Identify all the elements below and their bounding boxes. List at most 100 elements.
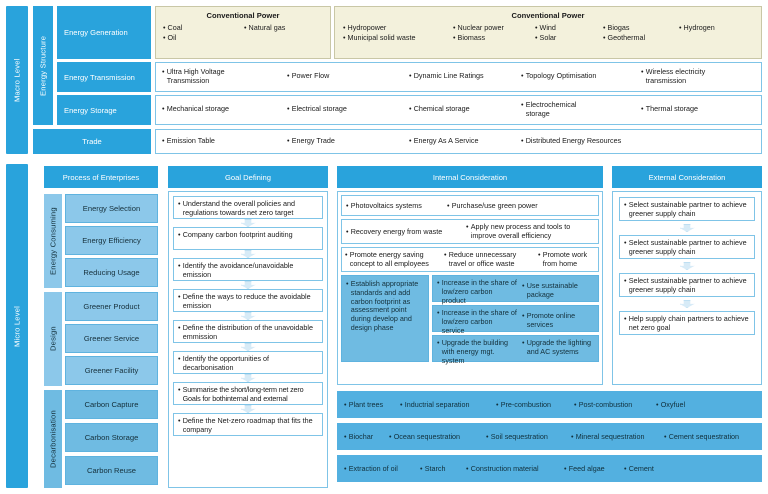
transmission-item-4: Wireless electricity transmission <box>641 67 741 86</box>
external-step-3[interactable]: Help supply chain partners to achieve ne… <box>619 311 755 335</box>
micro-level-label: Micro Level <box>6 164 28 488</box>
internal-row1-item-0: Photovoltaics systems <box>346 201 422 211</box>
panel-2-item-municipal-solid-waste: Municipal solid waste <box>343 33 416 43</box>
external-step-2[interactable]: Select sustainable partner to achieve gr… <box>619 273 755 297</box>
decarb-bar-2-item-0: Extraction of oil <box>344 464 398 474</box>
storage-item-4: Thermal storage <box>641 104 698 114</box>
goal-step-2[interactable]: Identify the avoidance/unavoidable emiss… <box>173 258 323 281</box>
goal-step-5[interactable]: Identify the opportunities of decarbonis… <box>173 351 323 374</box>
storage-item-0: Mechanical storage <box>162 104 229 114</box>
panel-2-item-hydropower: Hydropower <box>343 23 387 33</box>
energy-storage-items: Mechanical storage Electrical storage Ch… <box>155 95 762 125</box>
panel-2-item-wind: Wind <box>535 23 556 33</box>
group-label-decarbonisation: Decarbonisation <box>44 390 62 488</box>
process-box-greener-facility[interactable]: Greener Facility <box>65 356 158 385</box>
internal-design-cell-0-a: Increase in the share of low/zero carbon… <box>437 278 517 305</box>
trade-item-1: Energy Trade <box>287 136 335 146</box>
goal-step-7[interactable]: Define the Net-zero roadmap that fits th… <box>173 413 323 436</box>
internal-row3-item-2: Promote work from home <box>538 250 598 269</box>
process-box-energy-selection[interactable]: Energy Selection <box>65 194 158 223</box>
goal-arrow-1 <box>240 250 256 258</box>
internal-row-1[interactable]: Photovoltaics systems Purchase/use green… <box>341 195 599 216</box>
decarb-bar-1[interactable]: Biochar Ocean sequestration Soil sequest… <box>337 423 762 450</box>
panel-2-item-nuclear-power: Nuclear power <box>453 23 504 33</box>
storage-item-1: Electrical storage <box>287 104 347 114</box>
decarb-bar-2-item-3: Feed algae <box>564 464 605 474</box>
decarb-bar-0-item-3: Post-combustion <box>574 400 633 410</box>
header-process-of-enterprises: Process of Enterprises <box>44 166 158 188</box>
goal-step-3[interactable]: Define the ways to reduce the avoidable … <box>173 289 323 312</box>
decarb-bar-0-item-2: Pre-combustion <box>496 400 551 410</box>
goal-step-4[interactable]: Define the distribution of the unavoidab… <box>173 320 323 343</box>
internal-design-cell-2-b: Upgrade the lighting and AC systems <box>522 338 596 357</box>
group-label-energy-consuming: Energy Consuming <box>44 194 62 288</box>
internal-design-cell-1-a: Increase in the share of low/zero carbon… <box>437 308 517 335</box>
process-box-energy-efficiency[interactable]: Energy Efficiency <box>65 226 158 255</box>
storage-item-2: Chemical storage <box>409 104 470 114</box>
goal-arrow-2 <box>240 281 256 289</box>
internal-row3-item-1: Reduce unnecessary travel or office wast… <box>444 250 532 269</box>
energy-transmission-text: Energy Transmission <box>64 72 135 82</box>
internal-design-cell-2[interactable]: Upgrade the building with energy mgt. sy… <box>432 335 599 365</box>
decarb-bar-0-item-4: Oxyfuel <box>656 400 685 410</box>
internal-consideration-panel: Photovoltaics systems Purchase/use green… <box>337 191 603 385</box>
process-box-carbon-storage[interactable]: Carbon Storage <box>65 423 158 452</box>
process-box-reducing-usage[interactable]: Reducing Usage <box>65 258 158 287</box>
process-box-carbon-capture[interactable]: Carbon Capture <box>65 390 158 419</box>
internal-row2-item-1: Apply new process and tools to improve o… <box>466 222 594 241</box>
transmission-item-2: Dynamic Line Ratings <box>409 71 484 81</box>
goal-arrow-0 <box>240 219 256 227</box>
goal-step-1[interactable]: Company carbon footprint auditing <box>173 227 323 250</box>
trade-item-3: Distributed Energy Resources <box>521 136 621 146</box>
energy-structure-label: Energy Structure <box>33 6 53 125</box>
internal-row1-item-1: Purchase/use green power <box>447 201 538 211</box>
internal-row2-item-0: Recovery energy from waste <box>346 227 442 237</box>
panel-1-item-natural-gas: Natural gas <box>244 23 286 33</box>
trade-items: Emission Table Energy Trade Energy As A … <box>155 129 762 154</box>
external-step-1[interactable]: Select sustainable partner to achieve gr… <box>619 235 755 259</box>
internal-design-cell-1-b: Promote online services <box>522 311 596 330</box>
internal-design-cell-2-a: Upgrade the building with energy mgt. sy… <box>437 338 519 365</box>
group-label-design: Design <box>44 292 62 386</box>
panel-1-title: Conventional Power <box>206 11 280 20</box>
external-arrow-1 <box>679 262 695 270</box>
external-arrow-0 <box>679 224 695 232</box>
external-step-0[interactable]: Select sustainable partner to achieve gr… <box>619 197 755 221</box>
panel-2-item-solar: Solar <box>535 33 557 43</box>
goal-step-0[interactable]: Understand the overall policies and regu… <box>173 196 323 219</box>
panel-2-title: Conventional Power <box>511 11 585 20</box>
transmission-item-1: Power Flow <box>287 71 330 81</box>
process-box-carbon-reuse[interactable]: Carbon Reuse <box>65 456 158 485</box>
decarb-bar-2-item-2: Construction material <box>466 464 539 474</box>
goal-arrow-5 <box>240 374 256 382</box>
energy-transmission-items: Ultra High Voltage Transmission Power Fl… <box>155 62 762 92</box>
macro-row-energy-transmission-label: Energy Transmission <box>57 62 151 92</box>
internal-row-3[interactable]: Promote energy saving concept to all emp… <box>341 247 599 272</box>
conventional-power-panel-1: Conventional Power Coal Oil Natural gas <box>155 6 331 59</box>
storage-item-3: Electrochemical storage <box>521 100 596 119</box>
process-box-greener-service[interactable]: Greener Service <box>65 324 158 353</box>
macro-row-energy-generation-label: Energy Generation <box>57 6 151 59</box>
decarb-bar-0[interactable]: Plant trees Inductrial separation Pre-co… <box>337 391 762 418</box>
goal-defining-panel: Understand the overall policies and regu… <box>168 191 328 488</box>
internal-design-left[interactable]: Establish appropriate standards and add … <box>341 275 429 362</box>
external-consideration-panel: Select sustainable partner to achieve gr… <box>612 191 762 385</box>
process-box-greener-product[interactable]: Greener Product <box>65 292 158 321</box>
internal-row3-item-0: Promote energy saving concept to all emp… <box>345 250 439 269</box>
internal-design-cell-1[interactable]: Increase in the share of low/zero carbon… <box>432 305 599 335</box>
internal-design-cell-0-b: Use sustainable package <box>522 281 596 300</box>
goal-step-6[interactable]: Summarise the short/long-term net zero G… <box>173 382 323 405</box>
internal-design-cell-0[interactable]: Increase in the share of low/zero carbon… <box>432 275 599 305</box>
internal-row-2[interactable]: Recovery energy from waste Apply new pro… <box>341 219 599 244</box>
header-goal-defining: Goal Defining <box>168 166 328 188</box>
decarb-bar-2[interactable]: Extraction of oil Starch Construction ma… <box>337 455 762 482</box>
decarb-bar-1-item-1: Ocean sequestration <box>389 432 460 442</box>
goal-arrow-4 <box>240 343 256 351</box>
panel-2-item-hydrogen: Hydrogen <box>679 23 715 33</box>
panel-2-item-geothermal: Geothermal <box>603 33 646 43</box>
goal-arrow-3 <box>240 312 256 320</box>
decarb-bar-1-item-0: Biochar <box>344 432 373 442</box>
panel-1-item-oil: Oil <box>163 33 177 43</box>
external-arrow-2 <box>679 300 695 308</box>
